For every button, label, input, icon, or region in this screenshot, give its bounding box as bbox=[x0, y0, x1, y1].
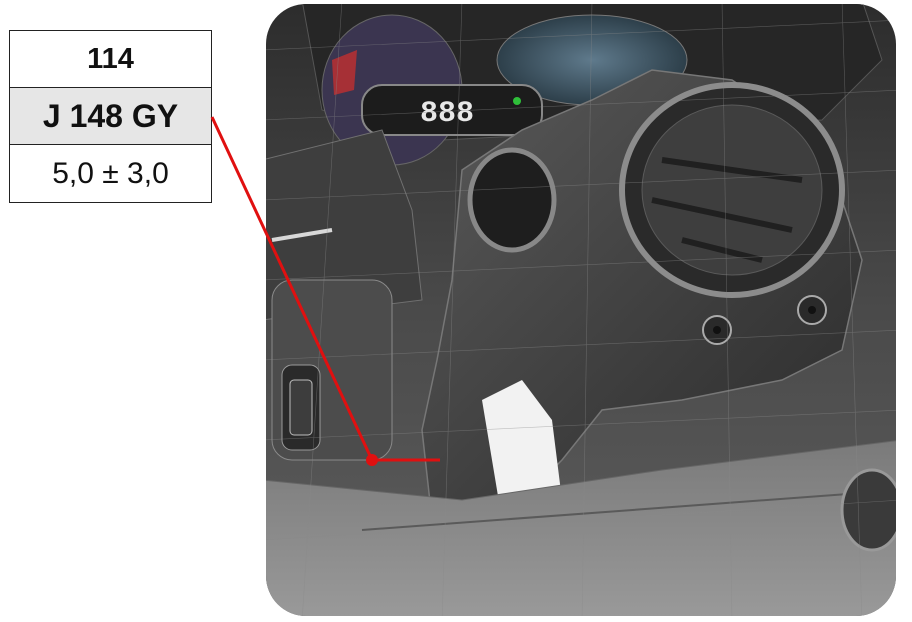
switch-button bbox=[289, 379, 313, 436]
lower-right-knob bbox=[840, 468, 896, 552]
knee-panel-seam bbox=[361, 489, 896, 531]
knee-panel bbox=[266, 439, 896, 616]
part-number: 114 bbox=[10, 31, 211, 88]
mesh-lines bbox=[266, 4, 896, 616]
part-label-table: 114 J 148 GY 5,0 ± 3,0 bbox=[9, 30, 212, 203]
lower-cutout bbox=[482, 380, 562, 520]
indicator-lamp bbox=[513, 97, 521, 105]
display-readout: 888 bbox=[420, 97, 474, 131]
column-inner bbox=[641, 104, 823, 276]
screw-head-left bbox=[713, 326, 721, 334]
part-tolerance: 5,0 ± 3,0 bbox=[52, 156, 169, 190]
screw-head-right bbox=[808, 306, 816, 314]
shroud-port bbox=[467, 147, 557, 253]
column-mechanism bbox=[651, 157, 803, 263]
dashboard-render: 888 bbox=[266, 4, 896, 616]
part-code: J 148 GY bbox=[10, 88, 211, 145]
